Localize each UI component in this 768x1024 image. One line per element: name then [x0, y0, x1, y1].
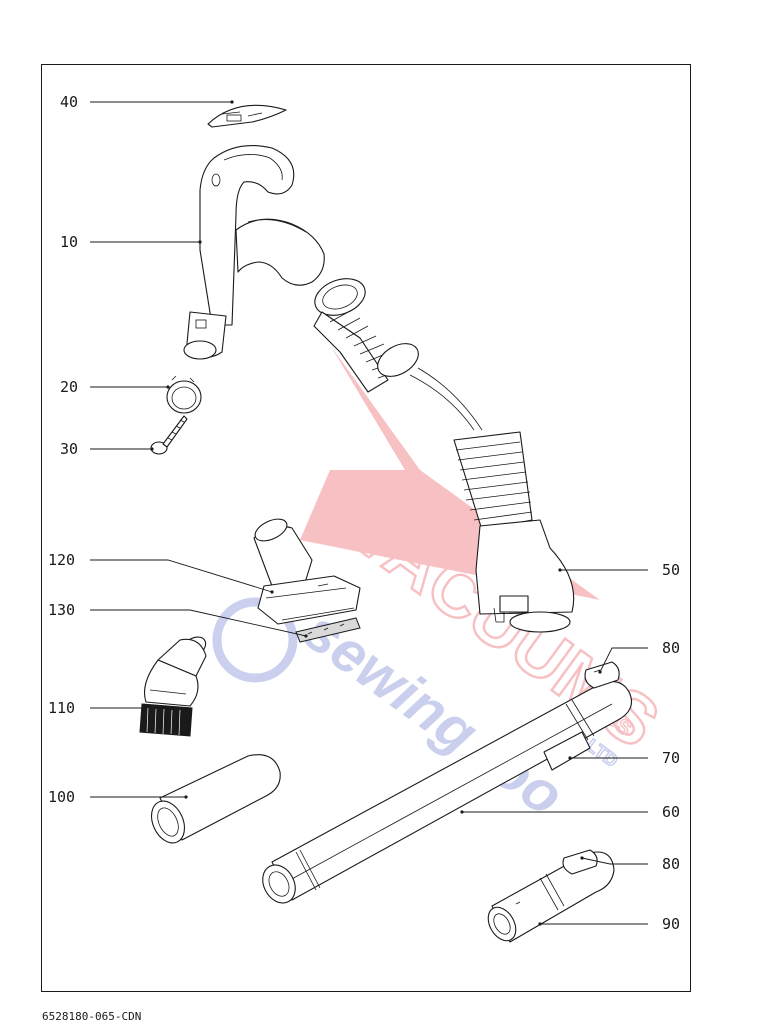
part-80-release-button-upper [584, 661, 620, 689]
callout-label-110: 110 [48, 699, 75, 717]
callout-40: 40 [60, 93, 234, 111]
part-60-telescopic-wand [262, 681, 633, 904]
part-100-crevice-nozzle [150, 754, 281, 844]
callout-30: 30 [60, 440, 154, 458]
callout-100: 100 [48, 788, 188, 806]
callout-label-30: 30 [60, 440, 78, 458]
callout-label-100: 100 [48, 788, 75, 806]
callout-90: 90 [538, 915, 680, 933]
callout-70: 70 [568, 749, 680, 767]
part-120-upholstery-nozzle [253, 518, 361, 625]
part-10-handle [183, 145, 325, 360]
callout-20: 20 [60, 378, 170, 396]
callout-130: 130 [48, 601, 308, 638]
callout-label-10: 10 [60, 233, 78, 251]
callout-110: 110 [48, 699, 148, 717]
callout-label-40: 40 [60, 93, 78, 111]
watermark-blue-circle [212, 597, 298, 683]
part-40-handle-cover [207, 104, 287, 128]
document-number: 6528180-065-CDN [42, 1010, 142, 1023]
callout-80-lower: 80 [580, 855, 680, 873]
callout-120: 120 [48, 551, 274, 594]
callout-label-120: 120 [48, 551, 75, 569]
diagram-frame [41, 64, 691, 992]
callout-label-50: 50 [662, 561, 680, 579]
callout-label-130: 130 [48, 601, 75, 619]
callout-label-90: 90 [662, 915, 680, 933]
callout-60: 60 [460, 803, 680, 821]
callout-10: 10 [60, 233, 202, 251]
callout-50: 50 [558, 561, 680, 579]
callout-label-20: 20 [60, 378, 78, 396]
callout-label-80-upper: 80 [662, 639, 680, 657]
watermark-red-arrow [300, 345, 600, 600]
part-90-lower-tube [487, 849, 615, 943]
callout-80-upper: 80 [598, 639, 680, 674]
callout-label-60: 60 [662, 803, 680, 821]
callout-label-70: 70 [662, 749, 680, 767]
part-30-screw [150, 415, 188, 455]
part-130-lint-strip [295, 617, 361, 643]
callout-label-80-lower: 80 [662, 855, 680, 873]
part-50-hose [313, 278, 575, 633]
part-20-retaining-ring [166, 375, 202, 414]
part-110-dusting-brush [139, 636, 207, 737]
